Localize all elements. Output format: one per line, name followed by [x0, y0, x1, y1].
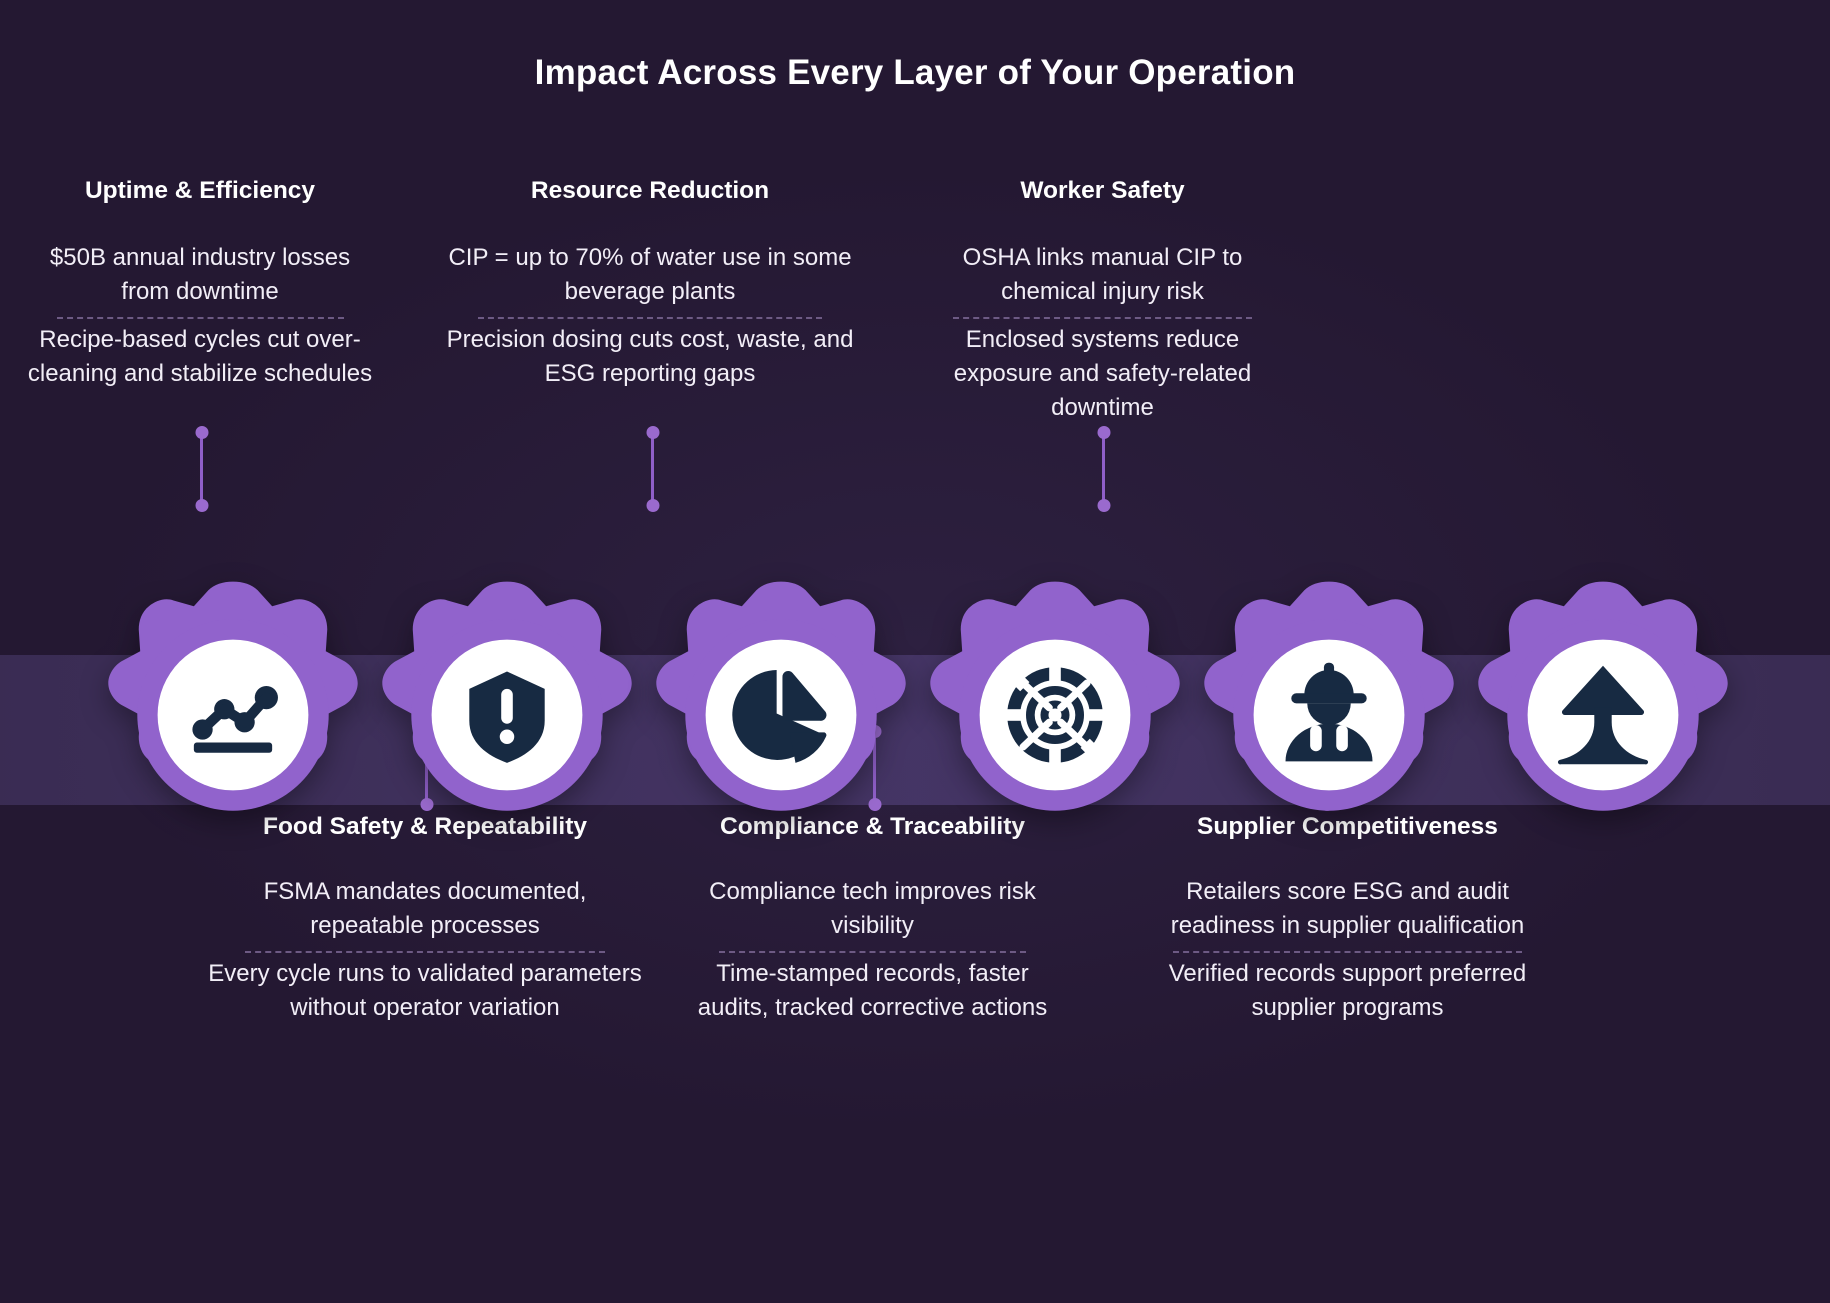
gear-worker-safety[interactable]	[1184, 570, 1474, 860]
gear-body	[1478, 581, 1728, 811]
block-fact: OSHA links manual CIP to chemical injury…	[962, 243, 1243, 305]
gear-body	[656, 581, 906, 811]
fact-divider	[56, 316, 344, 319]
shield-alert-icon	[469, 671, 545, 763]
gear-compliance-traceability[interactable]	[910, 570, 1200, 860]
block-heading: Food Safety & Repeatability	[262, 813, 587, 840]
line-chart-icon	[192, 686, 278, 753]
text-block-resource-reduction: Resource Reduction CIP = up to 70% of wa…	[440, 176, 860, 399]
block-fact: Time-stamped records, faster audits, tra…	[697, 959, 1048, 1021]
worker-helmet-icon	[1285, 662, 1373, 762]
block-fact: Every cycle runs to validated parameters…	[208, 959, 642, 1021]
fact-divider	[718, 950, 1027, 953]
gear-supplier-competitiveness[interactable]	[1458, 570, 1748, 860]
block-fact: FSMA mandates documented, repeatable pro…	[263, 877, 587, 939]
connector-dot	[195, 499, 208, 512]
gear-resource-reduction[interactable]	[636, 570, 926, 860]
block-fact: Precision dosing cuts cost, waste, and E…	[446, 325, 854, 387]
block-heading: Supplier Competitiveness	[1197, 813, 1498, 840]
block-heading: Worker Safety	[1020, 177, 1185, 204]
block-fact: Recipe-based cycles cut over-cleaning an…	[27, 325, 373, 387]
page-title: Impact Across Every Layer of Your Operat…	[534, 53, 1296, 92]
connector-resource-reduction	[646, 426, 659, 512]
block-heading: Uptime & Efficiency	[84, 177, 316, 204]
gear-body	[108, 581, 358, 811]
text-block-worker-safety: Worker Safety OSHA links manual CIP to c…	[920, 176, 1285, 433]
pie-chart-icon	[732, 670, 827, 763]
block-fact: CIP = up to 70% of water use in some bev…	[448, 243, 852, 305]
block-fact: Compliance tech improves risk visibility	[709, 877, 1036, 939]
connector-uptime-efficiency	[195, 426, 208, 512]
target-gear-icon	[1005, 665, 1105, 765]
connector-dot	[1097, 499, 1110, 512]
connector-dot	[646, 499, 659, 512]
block-heading: Compliance & Traceability	[720, 813, 1025, 840]
gear-food-safety-repeatability[interactable]	[362, 570, 652, 860]
fact-divider	[244, 950, 606, 953]
connector-dot	[1097, 426, 1110, 439]
connector-dot	[868, 798, 881, 811]
block-fact: Verified records support preferred suppl…	[1168, 959, 1527, 1021]
block-fact: Enclosed systems reduce exposure and saf…	[953, 325, 1252, 421]
connector-dot	[195, 426, 208, 439]
fact-divider	[952, 316, 1253, 319]
gear-uptime-efficiency[interactable]	[88, 570, 378, 860]
fact-divider	[477, 316, 823, 319]
block-heading: Resource Reduction	[530, 177, 770, 204]
text-block-supplier-competitiveness: Supplier Competitiveness Retailers score…	[1135, 812, 1560, 1033]
connector-dot	[420, 798, 433, 811]
connector-worker-safety	[1097, 426, 1110, 512]
growth-arrow-icon	[1557, 665, 1649, 765]
text-block-uptime-efficiency: Uptime & Efficiency $50B annual industry…	[25, 176, 375, 399]
block-fact: Retailers score ESG and audit readiness …	[1170, 877, 1525, 939]
fact-divider	[1173, 950, 1522, 953]
text-block-food-safety-repeatability: Food Safety & Repeatability FSMA mandate…	[205, 812, 645, 1033]
block-fact: $50B annual industry losses from downtim…	[49, 243, 351, 305]
connector-dot	[646, 426, 659, 439]
text-block-compliance-traceability: Compliance & Traceability Compliance tec…	[685, 812, 1060, 1033]
gear-chain	[88, 570, 1748, 870]
